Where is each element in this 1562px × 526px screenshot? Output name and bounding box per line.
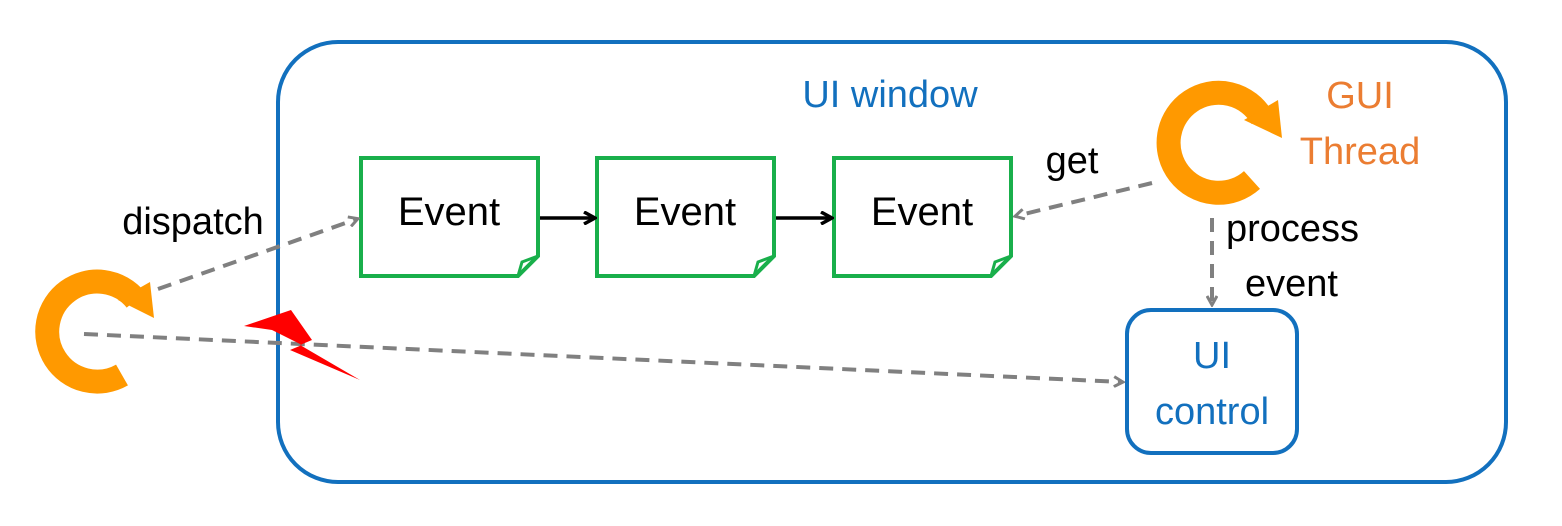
event-label-3: Event (871, 190, 973, 234)
event-label-1: Event (398, 190, 500, 234)
ui-window-frame (276, 40, 1508, 484)
ui-control-label-line2: control (1155, 391, 1269, 433)
ui-control-box (1125, 308, 1299, 455)
dispatch-arrow (157, 219, 357, 291)
event-box-1: Event (359, 156, 540, 278)
process-label-line2: event (1245, 263, 1338, 305)
get-arrow (1016, 181, 1153, 216)
get-label: get (1046, 140, 1099, 182)
direct-access-arrow (83, 332, 1122, 382)
gui-thread-label-line2: Thread (1300, 131, 1420, 173)
background-thread-circular-arrow-icon (35, 269, 154, 394)
gui-thread-label-line1: GUI (1326, 75, 1394, 117)
lightning-bolt-icon (244, 310, 360, 380)
process-label-line1: process (1226, 208, 1359, 250)
ui-control-label-line1: UI (1193, 335, 1231, 377)
dispatch-label: dispatch (122, 201, 264, 243)
event-label-2: Event (634, 190, 736, 234)
event-box-3: Event (832, 156, 1013, 278)
event-box-2: Event (595, 156, 776, 278)
gui-thread-circular-arrow-icon (1156, 80, 1282, 205)
ui-window-label: UI window (802, 74, 978, 116)
